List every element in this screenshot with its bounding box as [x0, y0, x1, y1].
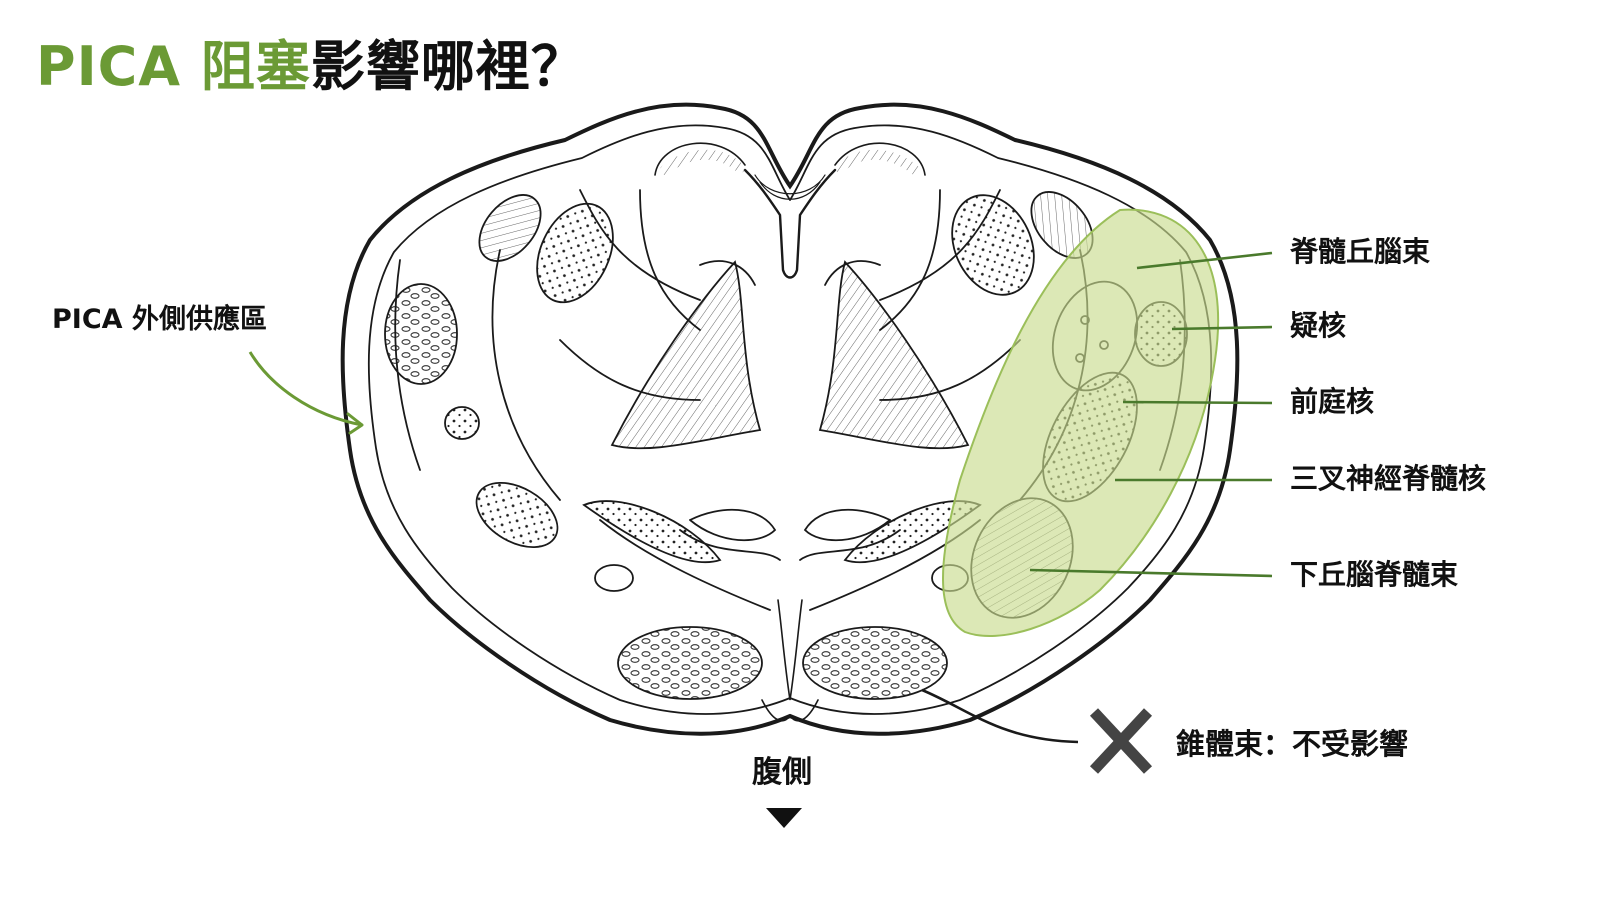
x-mark-icon [1089, 708, 1153, 774]
medulla-outline [340, 102, 1240, 736]
label-nucleus-ambiguus: 疑核 [1290, 309, 1347, 342]
title-rest: 影響哪裡？ [310, 35, 586, 98]
callout-lines [1029, 251, 1273, 578]
pica-territory-label: PICA 外側供應區 [52, 304, 267, 335]
left-arrow-head [346, 412, 364, 435]
triangle-down-icon [766, 808, 802, 828]
pyramidal-tract-label: 錐體束：不受影響 [1176, 727, 1409, 761]
page-title: PICA 阻塞影響哪裡？ [36, 22, 586, 101]
left-arrow [248, 351, 363, 427]
label-hypothalamospinal-tract: 下丘腦脊髓束 [1290, 558, 1459, 591]
label-spinothalamic-tract: 脊髓丘腦束 [1290, 235, 1431, 268]
pica-territory-highlight [942, 208, 1220, 637]
label-vestibular-nucleus: 前庭核 [1290, 385, 1375, 418]
ventral-orientation-label: 腹側 [752, 755, 812, 790]
label-spinal-trigeminal-nucleus: 三叉神經脊髓核 [1290, 462, 1487, 495]
pyramid-callout-line [921, 688, 1079, 744]
title-accent: PICA 阻塞 [36, 35, 311, 98]
